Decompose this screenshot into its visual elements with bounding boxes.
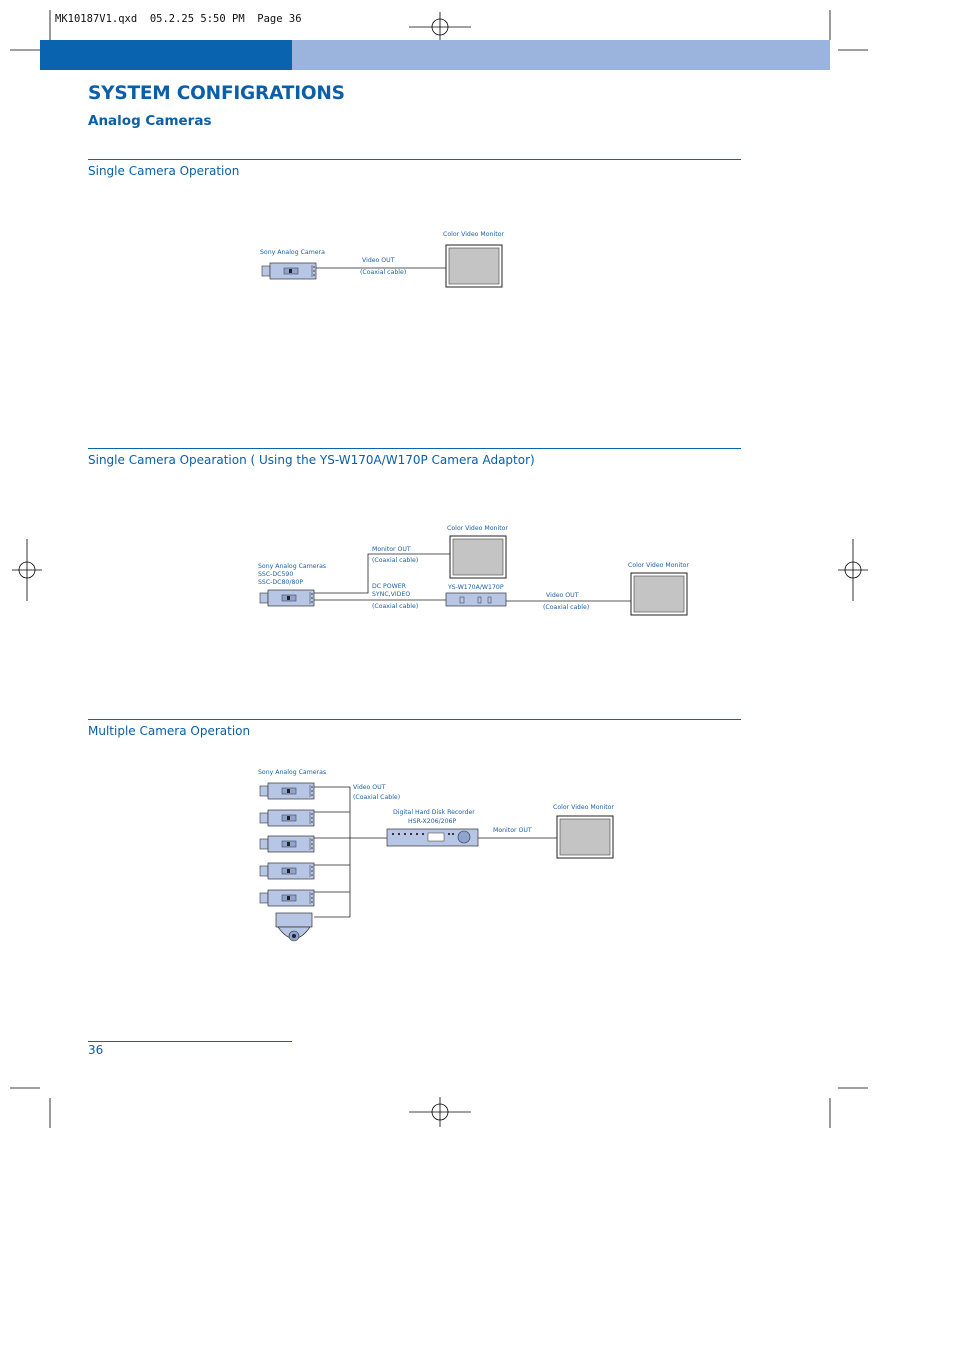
label-monitor-multi: Color Video Monitor <box>553 804 614 811</box>
label-cable-multi: (Coaxial Cable) <box>353 794 401 801</box>
label-monitor-right: Color Video Monitor <box>628 562 689 569</box>
section-rule-3 <box>88 719 741 720</box>
page-number: 36 <box>88 1043 104 1057</box>
label-adaptor: YS-W170A/W170P <box>448 584 504 591</box>
section-rule-1 <box>88 159 741 160</box>
section-title-multiple: Multiple Camera Operation <box>88 724 251 738</box>
diagram-multiple <box>259 782 614 942</box>
section-title-single: Single Camera Operation <box>88 164 240 178</box>
label-monitor-out-multi: Monitor OUT <box>493 827 532 834</box>
print-slug: MK10187V1.qxd 05.2.25 5:50 PM Page 36 <box>55 13 302 25</box>
diagram-adaptor <box>259 535 688 616</box>
label-video-out-2: Video OUT <box>546 592 579 599</box>
label-video-out-multi: Video OUT <box>353 784 386 791</box>
label-video-out: Video OUT <box>362 257 395 264</box>
label-monitor-out: Monitor OUT <box>372 546 411 553</box>
page-subtitle: Analog Cameras <box>88 113 212 129</box>
label-model-1: SSC-DC590 <box>258 571 294 578</box>
footer-rule <box>88 1041 292 1042</box>
diagram-single <box>261 244 503 288</box>
label-cable-1: (Coaxial cable) <box>372 557 419 564</box>
label-camera: Sony Analog Camera <box>260 249 325 256</box>
section-rule-2 <box>88 448 741 449</box>
label-cable-3: (Coaxial cable) <box>543 604 590 611</box>
label-monitor-top: Color Video Monitor <box>447 525 508 532</box>
label-monitor: Color Video Monitor <box>443 231 504 238</box>
label-recorder-model: HSR-X206/206P <box>408 818 457 825</box>
header-band-light <box>292 40 830 70</box>
label-dc-power: DC POWER <box>372 583 406 590</box>
label-model-2: SSC-DC80/80P <box>258 579 304 586</box>
label-cameras: Sony Analog Cameras <box>258 563 327 570</box>
label-recorder: Digital Hard Disk Recorder <box>393 809 475 816</box>
label-cable: (Coaxial cable) <box>360 269 407 276</box>
label-cameras-multi: Sony Analog Cameras <box>258 769 327 776</box>
page-title: SYSTEM CONFIGRATIONS <box>88 83 345 104</box>
header-band-dark <box>40 40 292 70</box>
label-cable-2: (Coaxial cable) <box>372 603 419 610</box>
label-sync-video: SYNC,VIDEO <box>372 591 411 598</box>
section-title-adaptor: Single Camera Opearation ( Using the YS-… <box>88 453 535 467</box>
